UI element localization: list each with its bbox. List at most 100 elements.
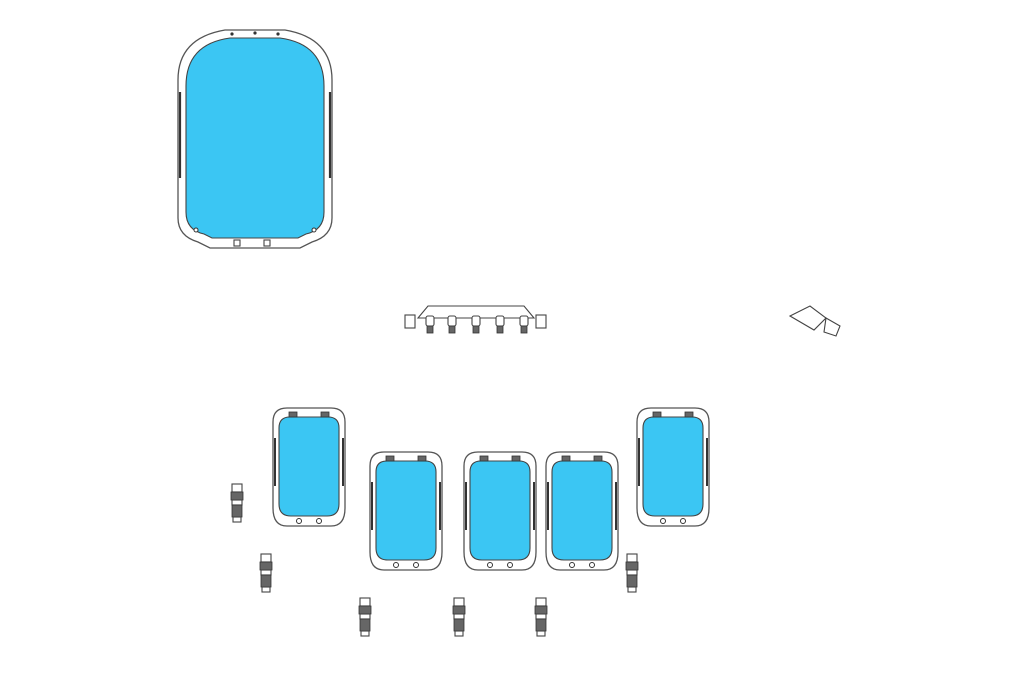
connector-cap (260, 574, 272, 588)
manifold-port-clamp (472, 325, 480, 334)
manifold-port (447, 315, 457, 327)
satellite-bag-hole (296, 518, 302, 524)
tube-inner (630, 390, 662, 554)
satellite-bag-hole (507, 562, 513, 568)
satellite-bag (272, 407, 346, 527)
connector-neck (359, 613, 371, 620)
connector-grip (534, 605, 548, 615)
satellite-bag-hole (487, 562, 493, 568)
connector-cap (231, 504, 243, 518)
connector-grip (230, 491, 244, 501)
satellite-bag (463, 451, 537, 571)
connector-cap (535, 618, 547, 632)
tubing-network (235, 246, 791, 598)
tube-inner (539, 428, 568, 598)
satellite-bag (369, 451, 443, 571)
connector-collar (231, 483, 243, 493)
luer-connector (625, 553, 639, 593)
satellite-bag-fluid (469, 460, 531, 561)
satellite-bag (545, 451, 619, 571)
satellite-bag-hole (680, 518, 686, 524)
manifold-port-clamp (496, 325, 504, 334)
tube-outline (266, 246, 405, 321)
main-bag-fluid (185, 37, 325, 239)
satellite-bag-hole (589, 562, 595, 568)
manifold-port-clamp (426, 325, 434, 334)
connector-collar (535, 597, 547, 607)
main-bag-corner-hole (193, 227, 199, 233)
satellite-bag-port (684, 411, 694, 418)
manifold-port (471, 315, 481, 327)
main-bag (177, 29, 333, 249)
tube-inner (545, 316, 791, 322)
satellite-bag-port (479, 455, 489, 462)
spike-body (788, 305, 827, 331)
satellite-bag-port (288, 411, 298, 418)
connector-grip (625, 561, 639, 571)
connector-collar (453, 597, 465, 607)
connector-cap (453, 618, 465, 632)
satellite-bag-port (385, 455, 395, 462)
tube-inner (457, 428, 489, 598)
main-bag-hanger-hole (230, 32, 234, 36)
connector-neck (626, 569, 638, 576)
satellite-bag-hole (660, 518, 666, 524)
tube-inner (522, 332, 688, 416)
luer-connector (534, 597, 548, 637)
tube-outline (423, 332, 453, 458)
connector-tip (627, 586, 637, 593)
satellite-bag-port (320, 411, 330, 418)
satellite-bag-hole (413, 562, 419, 568)
connector-tip (454, 630, 464, 637)
satellite-bag-port (593, 455, 603, 462)
manifold (404, 305, 547, 334)
manifold-port (519, 315, 529, 327)
satellite-bag-hole (316, 518, 322, 524)
connector-collar (260, 553, 272, 563)
luer-connector (259, 553, 273, 593)
manifold-body (416, 305, 536, 319)
main-bag-hanger-hole (276, 32, 280, 36)
satellite-bag-port (511, 455, 521, 462)
connector-neck (231, 499, 243, 506)
manifold-outlet-connector (535, 314, 547, 329)
tube-outline (325, 332, 431, 416)
satellite-bag-port (652, 411, 662, 418)
tube-inner (474, 332, 520, 458)
connector-neck (453, 613, 465, 620)
main-bag-corner-hole (311, 227, 317, 233)
luer-connectors (230, 483, 639, 637)
connector-cap (359, 618, 371, 632)
satellite-bag-fluid (642, 416, 704, 517)
tube-inner (265, 246, 405, 322)
satellite-bag-hole (569, 562, 575, 568)
connector-grip (358, 605, 372, 615)
connector-tip (360, 630, 370, 637)
manifold-port-clamp (448, 325, 456, 334)
spike-connector (788, 305, 841, 337)
manifold-port-clamp (520, 325, 528, 334)
connector-tip (536, 630, 546, 637)
connector-cap (626, 574, 638, 588)
luer-connector (230, 483, 244, 523)
satellite-bag-fluid (551, 460, 613, 561)
spike-cap (823, 317, 841, 337)
manifold-inlet-connector (404, 314, 416, 329)
manifold-port (425, 315, 435, 327)
tube-inner (422, 332, 454, 458)
main-bag-port (263, 239, 271, 247)
tube-outline (499, 332, 599, 458)
connector-collar (626, 553, 638, 563)
tube-outline (475, 332, 519, 458)
satellite-bag-fluid (278, 416, 340, 517)
connector-neck (535, 613, 547, 620)
satellite-bag (636, 407, 710, 527)
connector-tip (232, 516, 242, 523)
connector-collar (359, 597, 371, 607)
satellite-bag-port (561, 455, 571, 462)
connector-tip (261, 586, 271, 593)
luer-connector (358, 597, 372, 637)
satellite-bag-hole (393, 562, 399, 568)
main-bag-hanger-hole (253, 31, 257, 35)
connector-neck (260, 569, 272, 576)
